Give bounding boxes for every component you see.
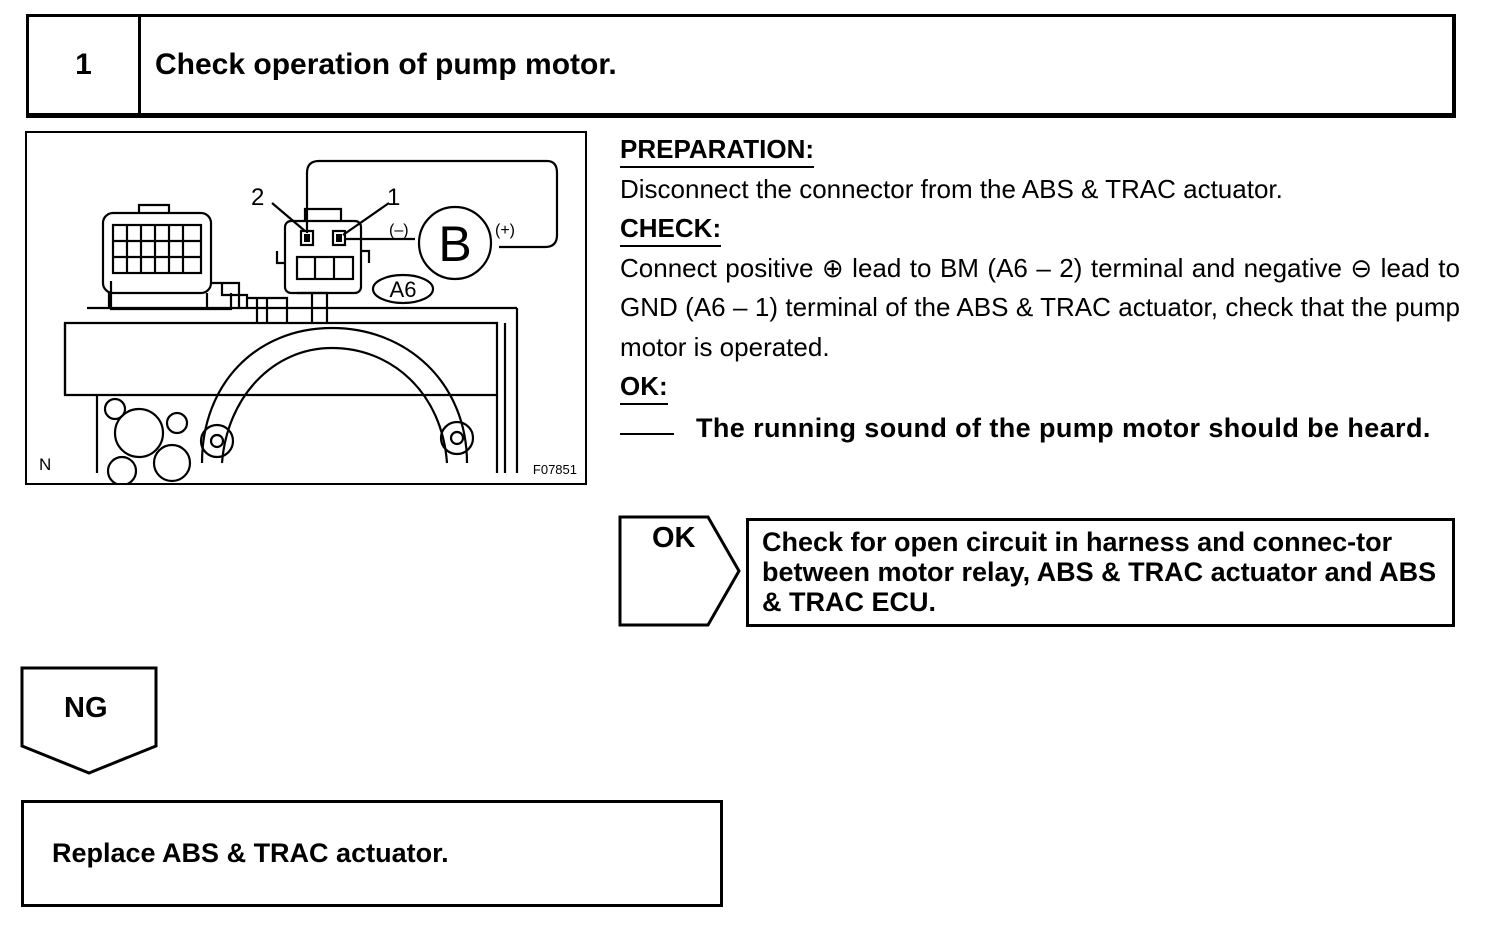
actuator-drawing: 2 1 (–) (+) B A6 [63, 159, 559, 483]
step-title: Check operation of pump motor. [155, 48, 617, 81]
ok-criteria-text: The running sound of the pump motor shou… [696, 412, 1431, 443]
terminal-2-pin [304, 234, 310, 242]
procedure-text: PREPARATION: Disconnect the connector fr… [620, 130, 1460, 487]
ok-indent-line [620, 407, 674, 435]
terminal-1-label: 1 [387, 184, 400, 211]
ok-result-box: Check for open circuit in harness and co… [746, 518, 1455, 627]
ng-result-box: Replace ABS & TRAC actuator. [21, 800, 723, 907]
figure-corner-n: N [39, 455, 52, 474]
preparation-text: Disconnect the connector from the ABS & … [620, 173, 1283, 204]
preparation-heading: PREPARATION: [620, 133, 815, 168]
terminal-1-pin [336, 234, 342, 242]
ng-arrow-label: NG [64, 692, 108, 724]
actuator-connector-illustration: 2 1 (–) (+) B A6 N F07851 [25, 131, 587, 485]
battery-label: B [438, 216, 471, 272]
check-text: Connect positive ⊕ lead to BM (A6 – 2) t… [620, 252, 1460, 362]
ok-heading: OK: [620, 370, 668, 405]
ng-arrow-shape [20, 666, 158, 775]
check-heading: CHECK: [620, 212, 722, 247]
step-header: 1 Check operation of pump motor. [26, 14, 1456, 118]
ok-criteria: The running sound of the pump motor shou… [620, 407, 1460, 487]
step-number: 1 [29, 17, 141, 113]
terminal-2-label: 2 [251, 184, 264, 211]
connector-label: A6 [390, 277, 417, 302]
minus-label: (–) [389, 222, 409, 239]
figure-code: F07851 [532, 462, 577, 477]
plus-label: (+) [495, 222, 515, 239]
ok-arrow-label: OK [652, 522, 696, 554]
ok-arrow-shape [618, 515, 741, 627]
